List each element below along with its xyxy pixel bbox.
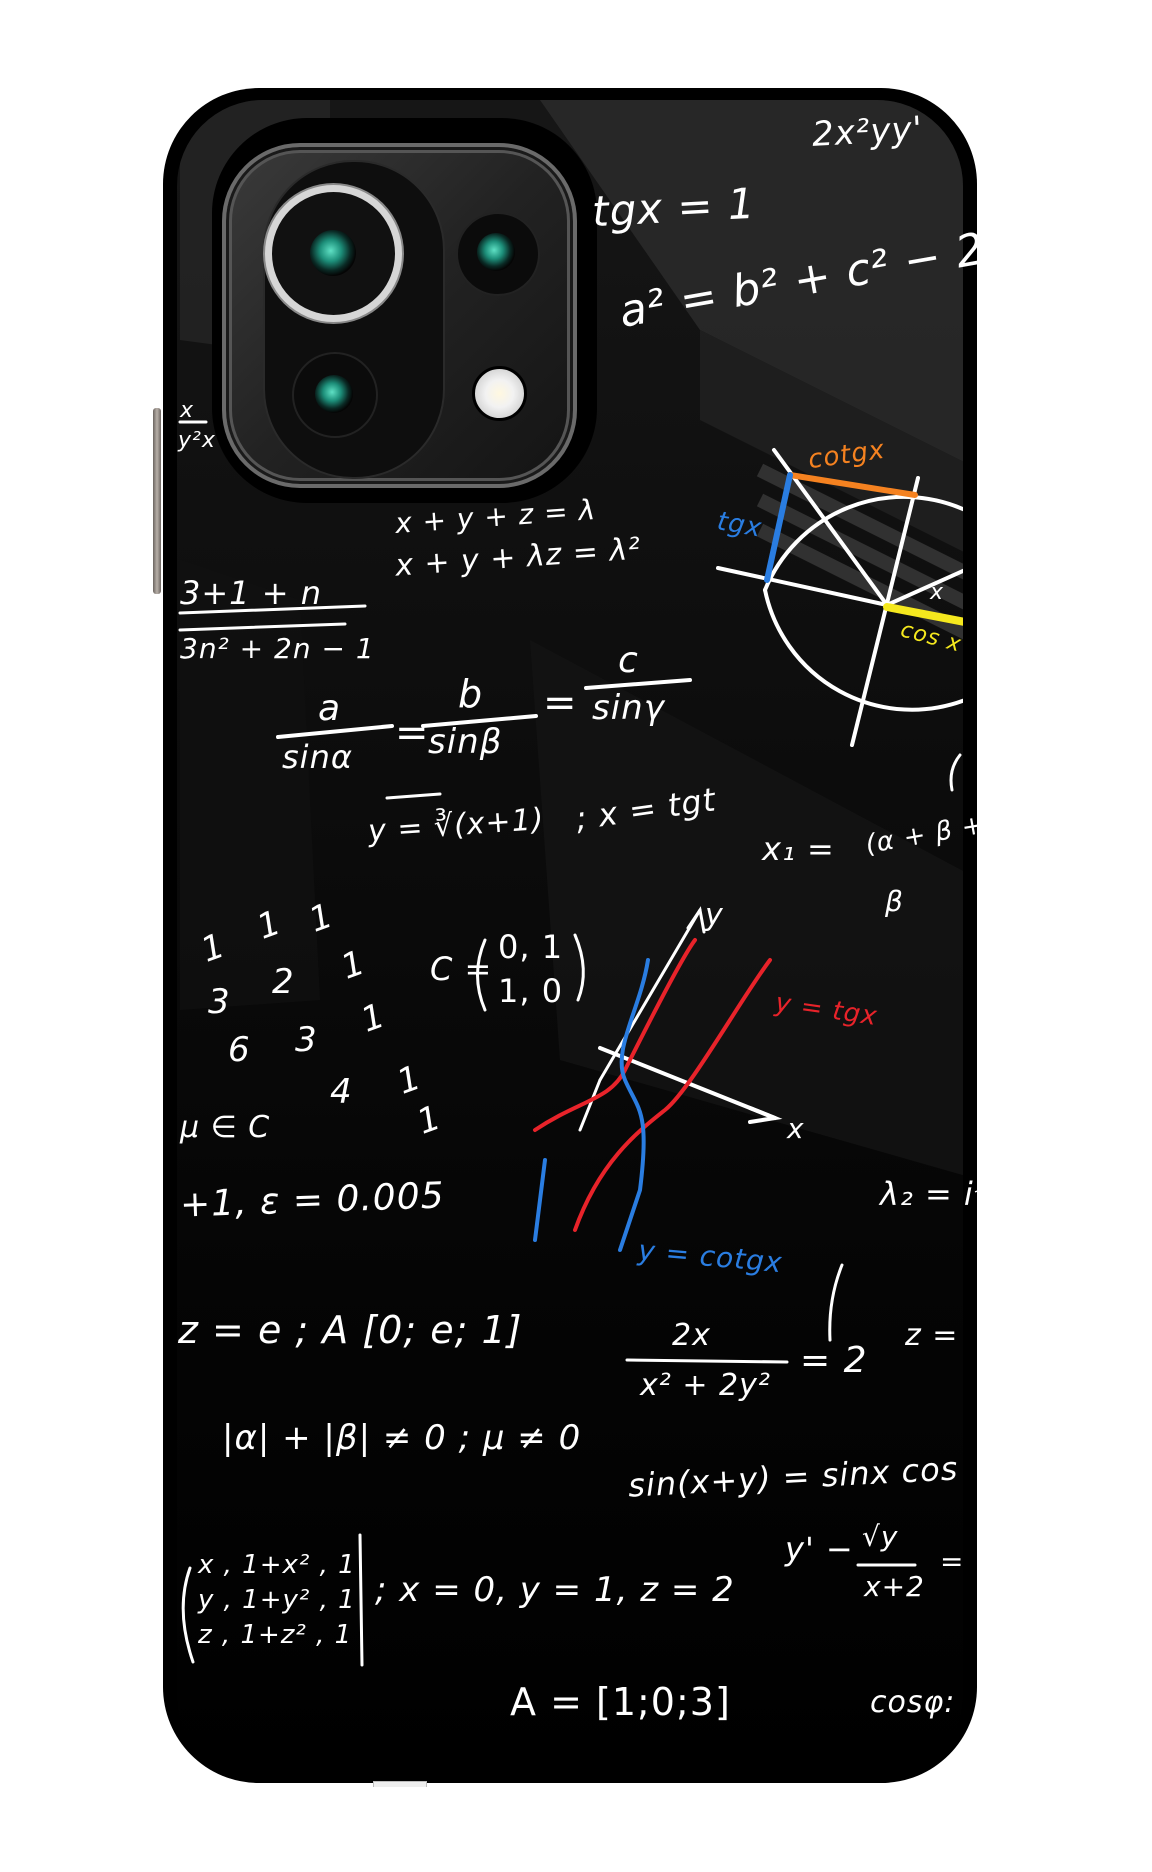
scattered-number: 3: [208, 982, 231, 1022]
matrix3-row2: y , 1+y² , 1: [198, 1585, 356, 1615]
formula-y-prime-eq: =: [940, 1545, 965, 1578]
unit-circle-diagram: [716, 448, 963, 747]
label-angle-x: x: [930, 580, 945, 605]
matrix3-row3: z , 1+z² , 1: [198, 1620, 353, 1650]
law-sines-a-den: sinα: [282, 738, 353, 776]
formula-2x-num: 2x: [672, 1318, 711, 1353]
tangent-graph: [533, 906, 783, 1252]
formula-mu-in-c: μ ∈ C: [180, 1110, 271, 1145]
formula-cos-phi: cosφ:: [870, 1685, 956, 1720]
law-sines-c: c: [618, 640, 639, 681]
bottom-port-cutout: [373, 1781, 427, 1787]
law-sines-eq2: =: [543, 680, 578, 726]
formula-2x-rhs: = 2: [800, 1340, 868, 1381]
formula-x1-beta: β: [885, 885, 904, 918]
matrix-c-row1: 0, 1: [498, 928, 564, 966]
law-sines-b: b: [458, 672, 484, 716]
matrix-c-label: C =: [430, 950, 493, 988]
scattered-number: 4: [330, 1072, 353, 1112]
wide-lens-glass-icon: [477, 233, 515, 271]
formula-abs-inequality: |α| + |β| ≠ 0 ; μ ≠ 0: [222, 1418, 582, 1458]
label-axis-x: x: [787, 1112, 805, 1145]
scattered-number: 2: [272, 962, 295, 1002]
formula-lambda2: λ₂ = i√: [880, 1175, 996, 1213]
formula-left-frac-top: x: [180, 398, 195, 423]
formula-series-numerator: 3+1 + n: [180, 574, 322, 612]
formula-z-eq: z =: [905, 1318, 959, 1353]
formula-y-prime-den: x+2: [864, 1570, 925, 1603]
formula-x1: x₁ =: [762, 830, 835, 868]
formula-tgx: tgx = 1: [590, 178, 757, 237]
flash-icon: [472, 366, 527, 421]
phone-side-button: [153, 408, 161, 594]
formula-y-prime: y' −: [785, 1530, 854, 1568]
scattered-number: 6: [228, 1030, 251, 1070]
label-axis-y: y: [705, 898, 724, 933]
formula-a-vector: A = [1;0;3]: [510, 1680, 731, 1724]
macro-lens-glass-icon: [315, 375, 353, 413]
formula-2x-den: x² + 2y²: [640, 1368, 771, 1403]
matrix-c-row2: 1, 0: [498, 972, 564, 1010]
formula-left-frac-bottom: y²x: [178, 428, 216, 453]
formula-xyz-values: ; x = 0, y = 1, z = 2: [375, 1570, 735, 1610]
scattered-number: 3: [295, 1020, 318, 1060]
law-sines-eq1: =: [395, 710, 430, 756]
law-sines-b-den: sinβ: [428, 722, 503, 762]
law-sines-c-den: sinγ: [592, 688, 665, 728]
formula-series-denominator: 3n² + 2n − 1: [180, 632, 375, 665]
formula-z-e: z = e ; A [0; e; 1]: [178, 1308, 523, 1352]
formula-y-prime-num: √y: [862, 1520, 899, 1553]
matrix3-row1: x , 1+x² , 1: [198, 1550, 356, 1580]
law-sines-a: a: [318, 688, 342, 729]
formula-poly: 2x²yy': [811, 109, 924, 155]
main-lens-glass-icon: [310, 230, 356, 276]
